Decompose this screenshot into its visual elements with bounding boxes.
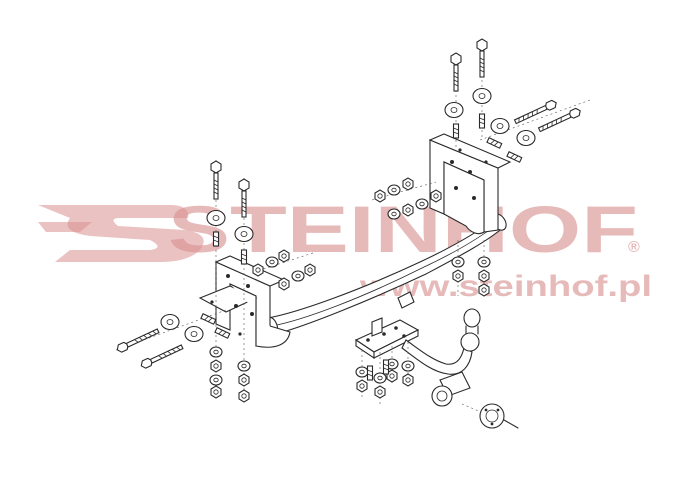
steinhof-watermark: STEINHOF ® www.steinhof.pl <box>38 192 652 303</box>
left-angled-bolts <box>115 309 231 370</box>
center-plate-fasteners <box>355 342 415 404</box>
watermark-registered-mark: ® <box>628 239 640 256</box>
left-lower-nuts <box>209 346 251 403</box>
left-mounting-bracket <box>198 255 291 348</box>
steinhof-swoosh-logo <box>38 205 204 262</box>
right-lower-nuts <box>451 240 491 297</box>
ball-mount-plate <box>354 291 420 360</box>
right-bracket-nuts <box>371 177 442 220</box>
right-mounting-bracket <box>428 133 512 235</box>
tow-ball-arm <box>401 308 519 429</box>
right-vertical-bolt-stacks <box>444 38 492 150</box>
right-angled-bolts <box>479 98 591 163</box>
left-bracket-nuts <box>252 249 317 291</box>
